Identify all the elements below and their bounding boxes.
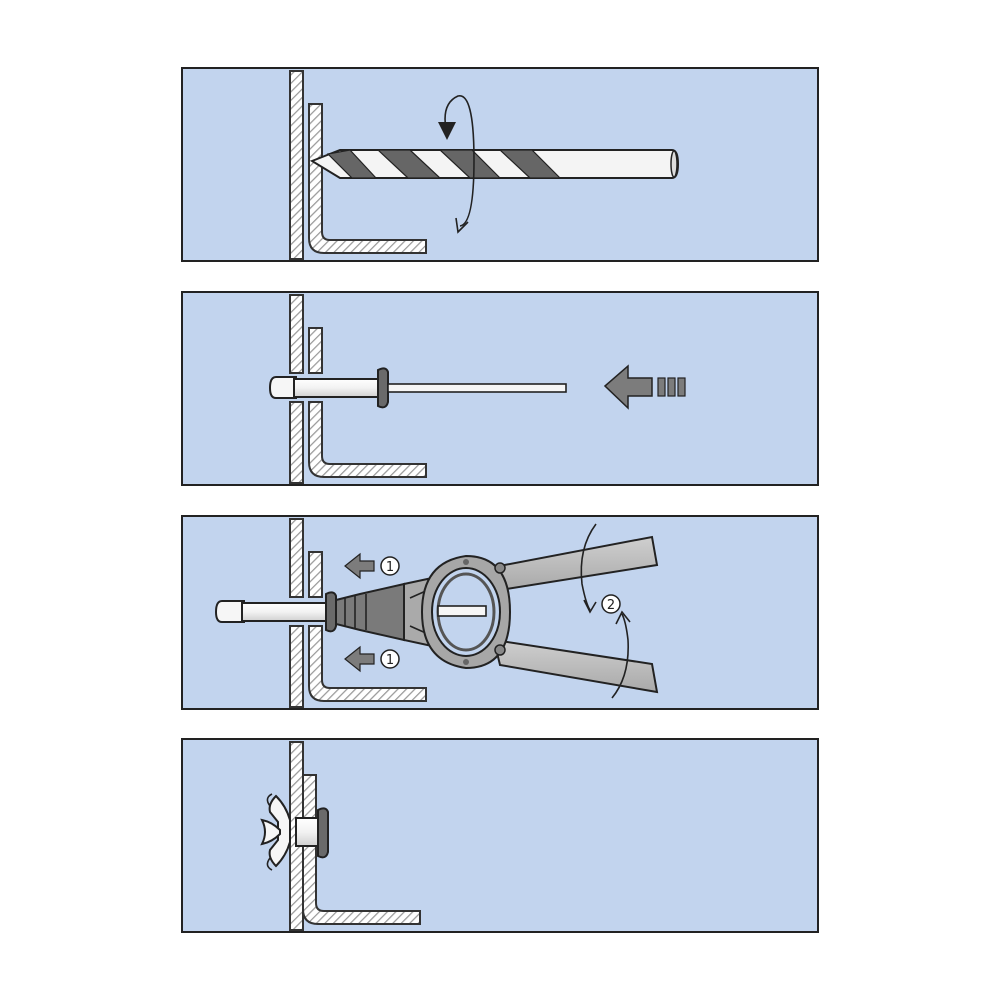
blind-rivet-icon <box>214 591 337 633</box>
rotation-arrow-icon <box>438 95 475 234</box>
panel-set-rivet-result <box>181 738 819 933</box>
sheet-panel-upper <box>289 518 304 598</box>
blind-rivet-icon <box>268 367 567 409</box>
angle-profile <box>308 103 427 254</box>
sheet-panel-lower <box>289 625 304 708</box>
angle-profile-lower <box>308 625 427 702</box>
twist-drill-icon <box>309 149 680 179</box>
rivet-pliers-icon <box>335 535 659 694</box>
squeeze-rotation-icon: 2 <box>580 523 631 699</box>
push-direction-arrow-icon <box>603 364 686 410</box>
set-rivet-icon <box>260 793 329 871</box>
squeeze-step-label: 2 <box>607 598 615 613</box>
angle-profile-lower <box>308 401 427 478</box>
panel-insert-rivet <box>181 291 819 486</box>
angle-profile <box>302 774 421 925</box>
sheet-panel-upper <box>289 294 304 374</box>
panel-drill-hole <box>181 67 819 262</box>
angle-profile-upper <box>308 327 323 374</box>
sheet-panel <box>289 70 304 260</box>
push-arrow-icon: 1 <box>344 645 400 673</box>
sheet-panel-lower <box>289 401 304 484</box>
push-arrow-icon: 1 <box>344 552 400 580</box>
angle-profile-upper <box>308 551 323 598</box>
panel-set-rivet-with-pliers: 1 1 2 <box>181 515 819 710</box>
push-step-label-top: 1 <box>386 560 394 575</box>
push-step-label-bottom: 1 <box>386 653 394 668</box>
